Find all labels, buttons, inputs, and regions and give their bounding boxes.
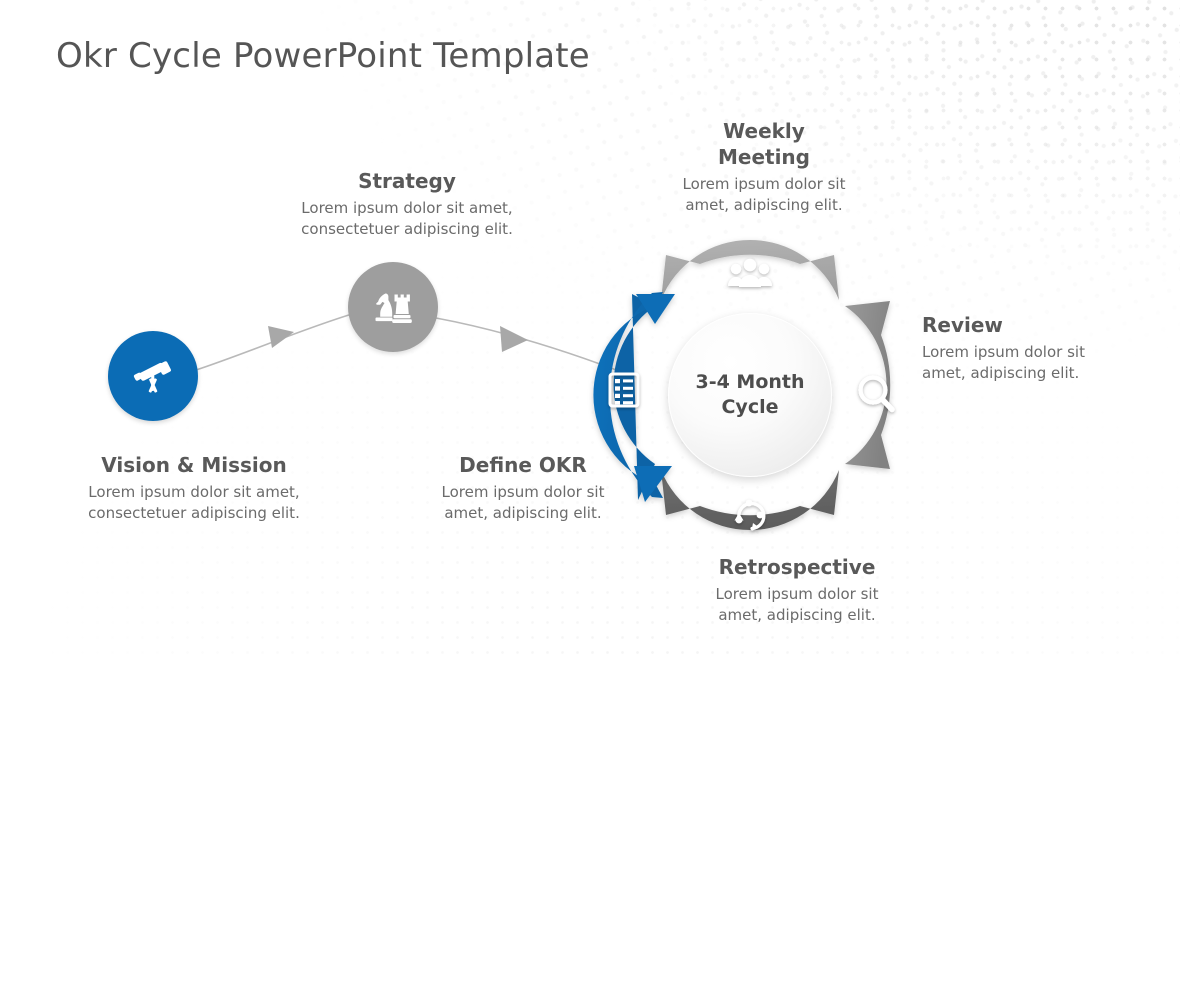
step-label-weekly-meeting: Weekly Meeting Lorem ipsum dolor sit ame…	[648, 118, 880, 217]
connector-arrowhead-2	[500, 326, 528, 352]
step-label-strategy: Strategy Lorem ipsum dolor sit amet, con…	[262, 168, 552, 241]
page-title: Okr Cycle PowerPoint Template	[56, 36, 590, 76]
people-group-icon	[728, 258, 772, 287]
center-hub-label: 3-4 Month Cycle	[695, 370, 805, 418]
step-body-review: Lorem ipsum dolor sit amet, adipiscing e…	[922, 343, 1085, 383]
step-title-review: Review	[922, 313, 1003, 337]
step-label-review: Review Lorem ipsum dolor sit amet, adipi…	[922, 312, 1172, 385]
step-body-define-okr: Lorem ipsum dolor sit amet, adipiscing e…	[441, 483, 605, 523]
step-label-vision: Vision & Mission Lorem ipsum dolor sit a…	[44, 452, 344, 525]
step-title-weekly-meeting: Weekly Meeting	[717, 119, 810, 169]
step-body-vision: Lorem ipsum dolor sit amet, consectetuer…	[88, 483, 300, 523]
step-label-define-okr: Define OKR Lorem ipsum dolor sit amet, a…	[398, 452, 648, 525]
center-hub[interactable]: 3-4 Month Cycle	[668, 313, 832, 477]
step-title-define-okr: Define OKR	[459, 453, 587, 477]
step-title-vision: Vision & Mission	[101, 453, 287, 477]
step-icon-disc-vision[interactable]	[108, 331, 198, 421]
step-title-retrospective: Retrospective	[718, 555, 876, 579]
step-body-strategy: Lorem ipsum dolor sit amet, consectetuer…	[301, 199, 513, 239]
telescope-icon	[133, 361, 171, 393]
step-title-strategy: Strategy	[358, 169, 456, 193]
connector-arrowhead-1	[268, 326, 294, 348]
chess-pieces-icon	[375, 293, 412, 323]
step-body-weekly-meeting: Lorem ipsum dolor sit amet, adipiscing e…	[682, 175, 846, 215]
step-icon-disc-strategy[interactable]	[348, 262, 438, 352]
step-body-retrospective: Lorem ipsum dolor sit amet, adipiscing e…	[715, 585, 879, 625]
step-label-retrospective: Retrospective Lorem ipsum dolor sit amet…	[672, 554, 922, 627]
